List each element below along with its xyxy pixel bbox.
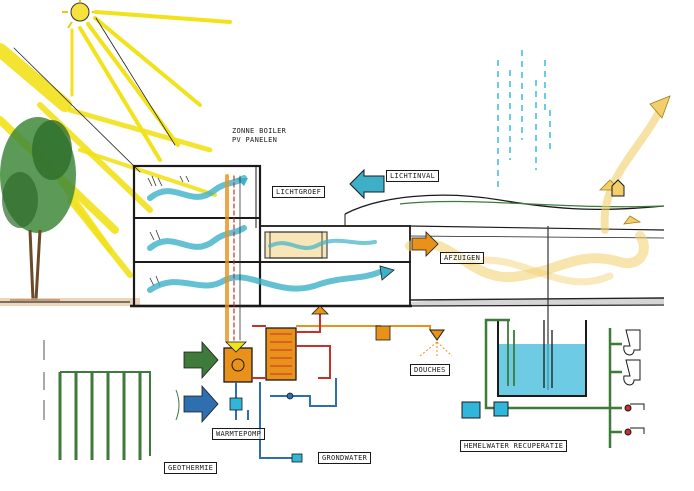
tree-icon bbox=[0, 117, 76, 301]
storage-tank-icon bbox=[497, 320, 587, 397]
faucet-icon bbox=[624, 403, 645, 436]
label-groundwater: GRONDWATER bbox=[318, 452, 372, 464]
label-heat-pump: WARMTEPOMP bbox=[212, 428, 266, 440]
label-light-well: LICHTGROEF bbox=[272, 186, 326, 198]
ground-line bbox=[0, 297, 665, 307]
label-rainwater-recovery: HEMELWATER RECUPERATIE bbox=[460, 440, 568, 452]
valves bbox=[229, 305, 391, 463]
label-daylight: LICHTINVAL bbox=[386, 170, 440, 182]
label-exhaust: AFZUIGEN bbox=[440, 252, 485, 264]
toilet-icon bbox=[623, 329, 641, 386]
daylight-arrow bbox=[349, 168, 385, 200]
air-flow-arrows bbox=[147, 175, 395, 293]
geothermal-field bbox=[43, 340, 180, 460]
ground-heat-arrows bbox=[183, 340, 219, 424]
label-showers: DOUCHES bbox=[410, 364, 450, 376]
rain-icon bbox=[497, 50, 551, 190]
pump-icon bbox=[461, 401, 509, 419]
rainwater-pipes bbox=[484, 318, 622, 448]
solar-pipe bbox=[225, 174, 241, 342]
label-solar-panels: ZONNE BOILER PV PANELEN bbox=[232, 127, 287, 144]
exhaust-arrow bbox=[411, 231, 439, 257]
shower-icon bbox=[419, 329, 453, 358]
heat-pump-icon bbox=[223, 327, 297, 383]
heat-arrow bbox=[225, 341, 247, 353]
window-hatching bbox=[147, 175, 190, 287]
sun-icon bbox=[62, 0, 98, 29]
building bbox=[130, 164, 665, 308]
label-geothermal: GEOTHERMIE bbox=[164, 462, 218, 474]
roof-vent bbox=[611, 179, 625, 197]
green-roof bbox=[399, 200, 665, 208]
